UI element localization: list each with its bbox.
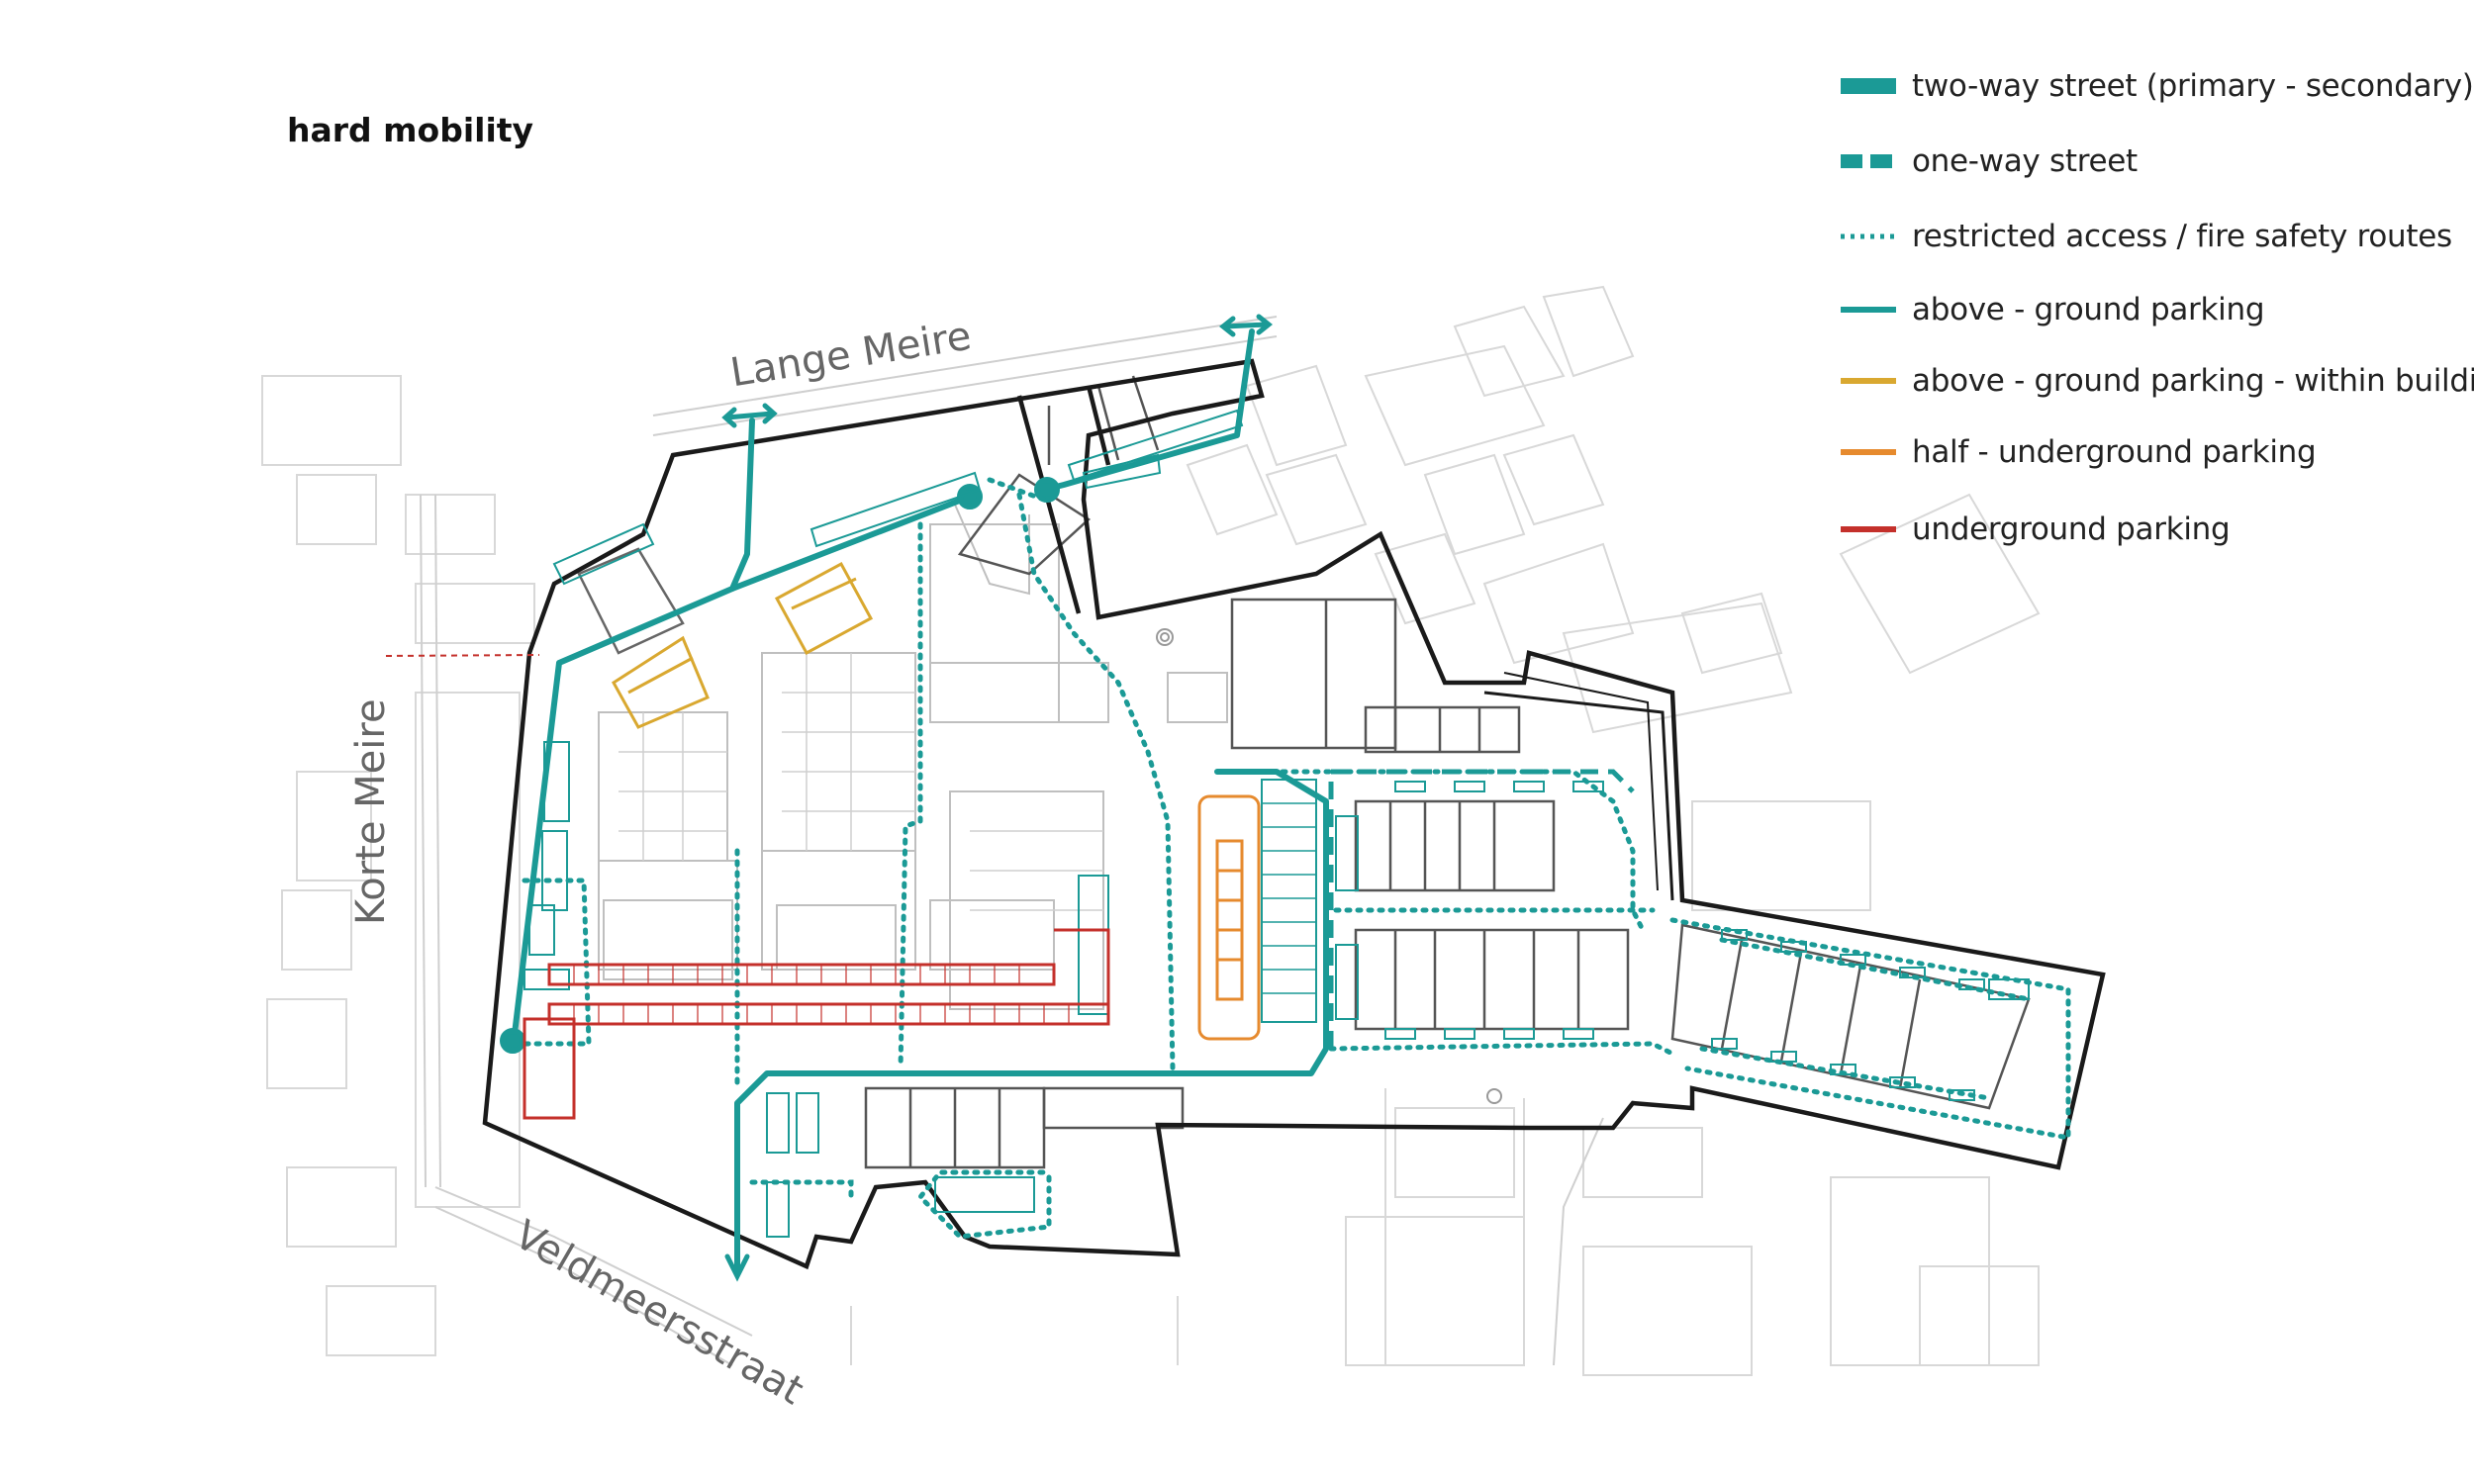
- legend-swatch-two-way: [1841, 78, 1896, 94]
- street-label-korte-meire: Korte Meire: [348, 698, 394, 925]
- legend-label: underground parking: [1912, 511, 2231, 547]
- legend-item-within-building: above - ground parking - within building: [1839, 356, 2474, 406]
- half-underground-parking: [1197, 794, 1261, 1041]
- context-streets: [420, 316, 1604, 1366]
- legend-item-underground: underground parking: [1839, 505, 2231, 554]
- legend-swatch-one-way: [1841, 154, 1896, 168]
- underground-parking: [385, 654, 1110, 1120]
- within-building-parking: [612, 561, 874, 729]
- site-boundary: [482, 358, 2106, 1270]
- page-title: hard mobility: [287, 111, 534, 149]
- legend-item-restricted: restricted access / fire safety routes: [1839, 212, 2452, 261]
- legend-swatch-restricted: [1841, 233, 1896, 239]
- legend-label: half - underground parking: [1912, 434, 2317, 470]
- context-buildings: [261, 285, 2041, 1376]
- legend-label: one-way street: [1912, 143, 2138, 179]
- legend-item-one-way: one-way street: [1839, 137, 2138, 186]
- legend-swatch-within-building: [1841, 378, 1896, 384]
- legend-label: above - ground parking: [1912, 292, 2265, 327]
- legend-item-half-underground: half - underground parking: [1839, 427, 2317, 477]
- legend-swatch-half-underground: [1841, 449, 1896, 455]
- exit-arrows: [721, 314, 1274, 1282]
- legend-label: restricted access / fire safety routes: [1912, 219, 2452, 254]
- fire-safety-routes: [522, 477, 2071, 1240]
- site-buildings-dark: [577, 375, 2031, 1169]
- site-buildings: [598, 504, 1228, 1010]
- above-ground-parking: [523, 409, 2030, 1238]
- legend-label: above - ground parking - within building: [1912, 363, 2474, 399]
- legend-swatch-above-ground: [1841, 307, 1896, 313]
- legend-label: two-way street (primary - secondary): [1912, 68, 2474, 104]
- legend-swatch-underground: [1841, 526, 1896, 532]
- legend-item-above-ground: above - ground parking: [1839, 285, 2265, 334]
- roundabout-feature: [1156, 628, 1502, 1104]
- legend-item-two-way: two-way street (primary - secondary): [1839, 61, 2474, 111]
